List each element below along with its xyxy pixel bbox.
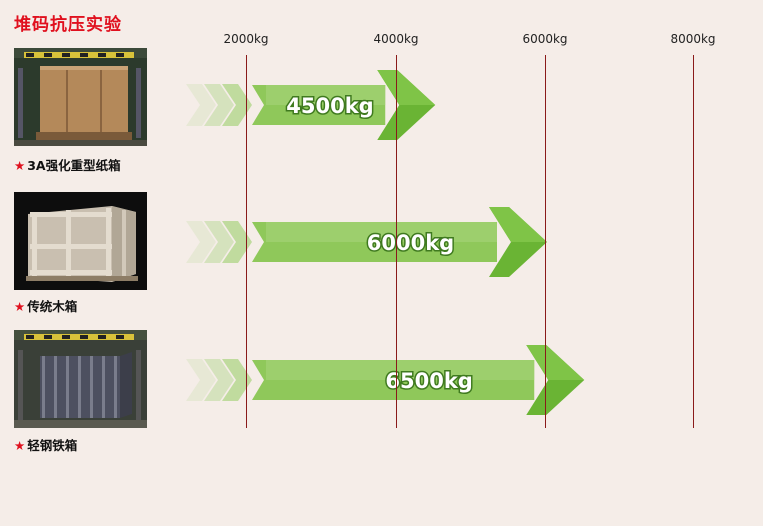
bar-arrow-0: 4500kg (186, 70, 436, 140)
grid-line (246, 55, 247, 428)
caption-cardboard: ★3A强化重型纸箱 (14, 155, 121, 174)
grid-line (693, 55, 694, 428)
caption-wooden: ★传统木箱 (14, 296, 77, 315)
chevron-icon (186, 359, 216, 401)
chevron-icon (222, 359, 252, 401)
grid-line (545, 55, 546, 428)
x-tick-label: 4000kg (373, 32, 419, 46)
chevron-icon (222, 84, 252, 126)
data-label: 4500kg (286, 94, 373, 118)
x-tick-label: 8000kg (670, 32, 716, 46)
data-label: 6000kg (367, 231, 454, 255)
x-tick-label: 6000kg (522, 32, 568, 46)
caption-steel: ★轻钢铁箱 (14, 435, 77, 454)
bar-arrow-1: 6000kg (186, 207, 547, 277)
chevron-icon (186, 221, 216, 263)
page-title: 堆码抗压实验 (14, 15, 122, 35)
caption-text: 轻钢铁箱 (27, 438, 78, 453)
chevron-icon (204, 221, 234, 263)
chevron-icon (222, 221, 252, 263)
star-icon: ★ (14, 438, 26, 453)
wooden-crate-photo (14, 192, 147, 290)
chevron-icon (204, 359, 234, 401)
star-icon: ★ (14, 158, 26, 173)
caption-text: 3A强化重型纸箱 (27, 158, 121, 173)
steel-crate-photo (14, 330, 147, 428)
caption-text: 传统木箱 (27, 299, 78, 314)
x-tick-label: 2000kg (223, 32, 269, 46)
grid-line (396, 55, 397, 428)
bar-arrow-2: 6500kg (186, 345, 585, 415)
data-label: 6500kg (385, 369, 472, 393)
chevron-icon (186, 84, 216, 126)
cardboard-crate-photo (14, 48, 147, 146)
chevron-icon (204, 84, 234, 126)
star-icon: ★ (14, 299, 26, 314)
